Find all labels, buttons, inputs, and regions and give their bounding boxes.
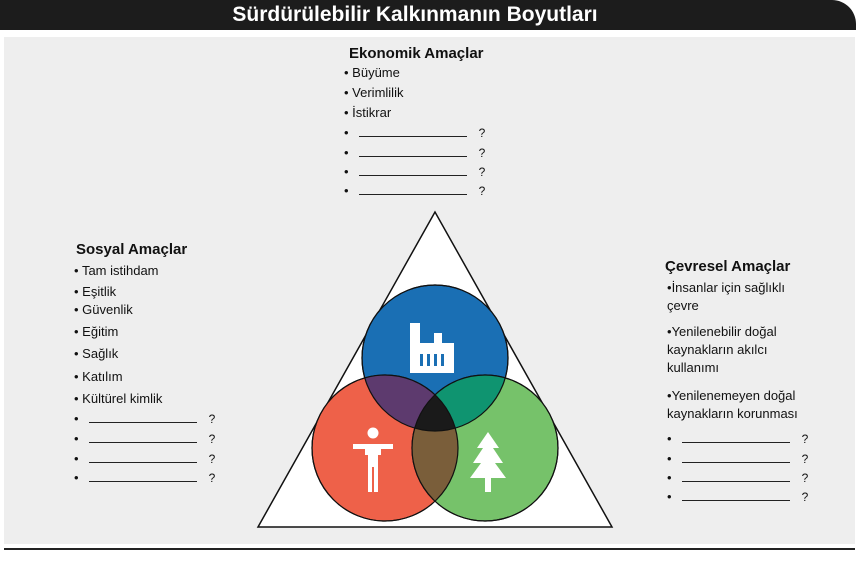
- environmental-heading: Çevresel Amaçlar: [665, 258, 791, 275]
- factory-icon: [410, 323, 454, 373]
- social-blank: •?: [74, 451, 216, 466]
- social-heading: Sosyal Amaçlar: [76, 241, 188, 258]
- title-bar: Sürdürülebilir Kalkınmanın Boyutları: [0, 0, 856, 30]
- social-blank: •?: [74, 411, 216, 426]
- economic-blank: •?: [344, 125, 486, 140]
- person-icon: [353, 427, 393, 492]
- tree-icon: [470, 432, 506, 492]
- economic-blank: •?: [344, 164, 486, 179]
- environmental-item-cont: çevre: [667, 298, 699, 313]
- environmental-blank: •?: [667, 489, 809, 504]
- social-item: • Eşitlik: [74, 284, 117, 299]
- page-title: Sürdürülebilir Kalkınmanın Boyutları: [232, 3, 598, 26]
- social-item: • Kültürel kimlik: [74, 391, 163, 406]
- economic-blank: •?: [344, 183, 486, 198]
- environmental-blank: •?: [667, 431, 809, 446]
- environmental-item: •Yenilenebilir doğal: [667, 324, 777, 339]
- environmental-blank: •?: [667, 451, 809, 466]
- economic-item: • Verimlilik: [344, 85, 404, 100]
- social-blank: •?: [74, 470, 216, 485]
- social-item: • Katılım: [74, 369, 123, 384]
- bottom-rule: [4, 548, 855, 550]
- economic-heading: Ekonomik Amaçlar: [349, 45, 484, 62]
- social-blank: •?: [74, 431, 216, 446]
- environmental-item: •İnsanlar için sağlıklı: [667, 280, 786, 295]
- environmental-item-cont: kaynakların akılcı: [667, 342, 768, 357]
- environmental-item-cont: kullanımı: [667, 360, 720, 375]
- environmental-item-cont: kaynakların korunması: [667, 406, 798, 421]
- social-item: • Tam istihdam: [74, 263, 159, 278]
- environmental-item: •Yenilenemeyen doğal: [667, 388, 796, 403]
- social-item: • Eğitim: [74, 324, 119, 339]
- social-item: • Güvenlik: [74, 302, 133, 317]
- environmental-blank: •?: [667, 470, 809, 485]
- economic-item: • İstikrar: [344, 105, 392, 120]
- social-item: • Sağlık: [74, 346, 119, 361]
- economic-item: • Büyüme: [344, 65, 400, 80]
- economic-blank: •?: [344, 145, 486, 160]
